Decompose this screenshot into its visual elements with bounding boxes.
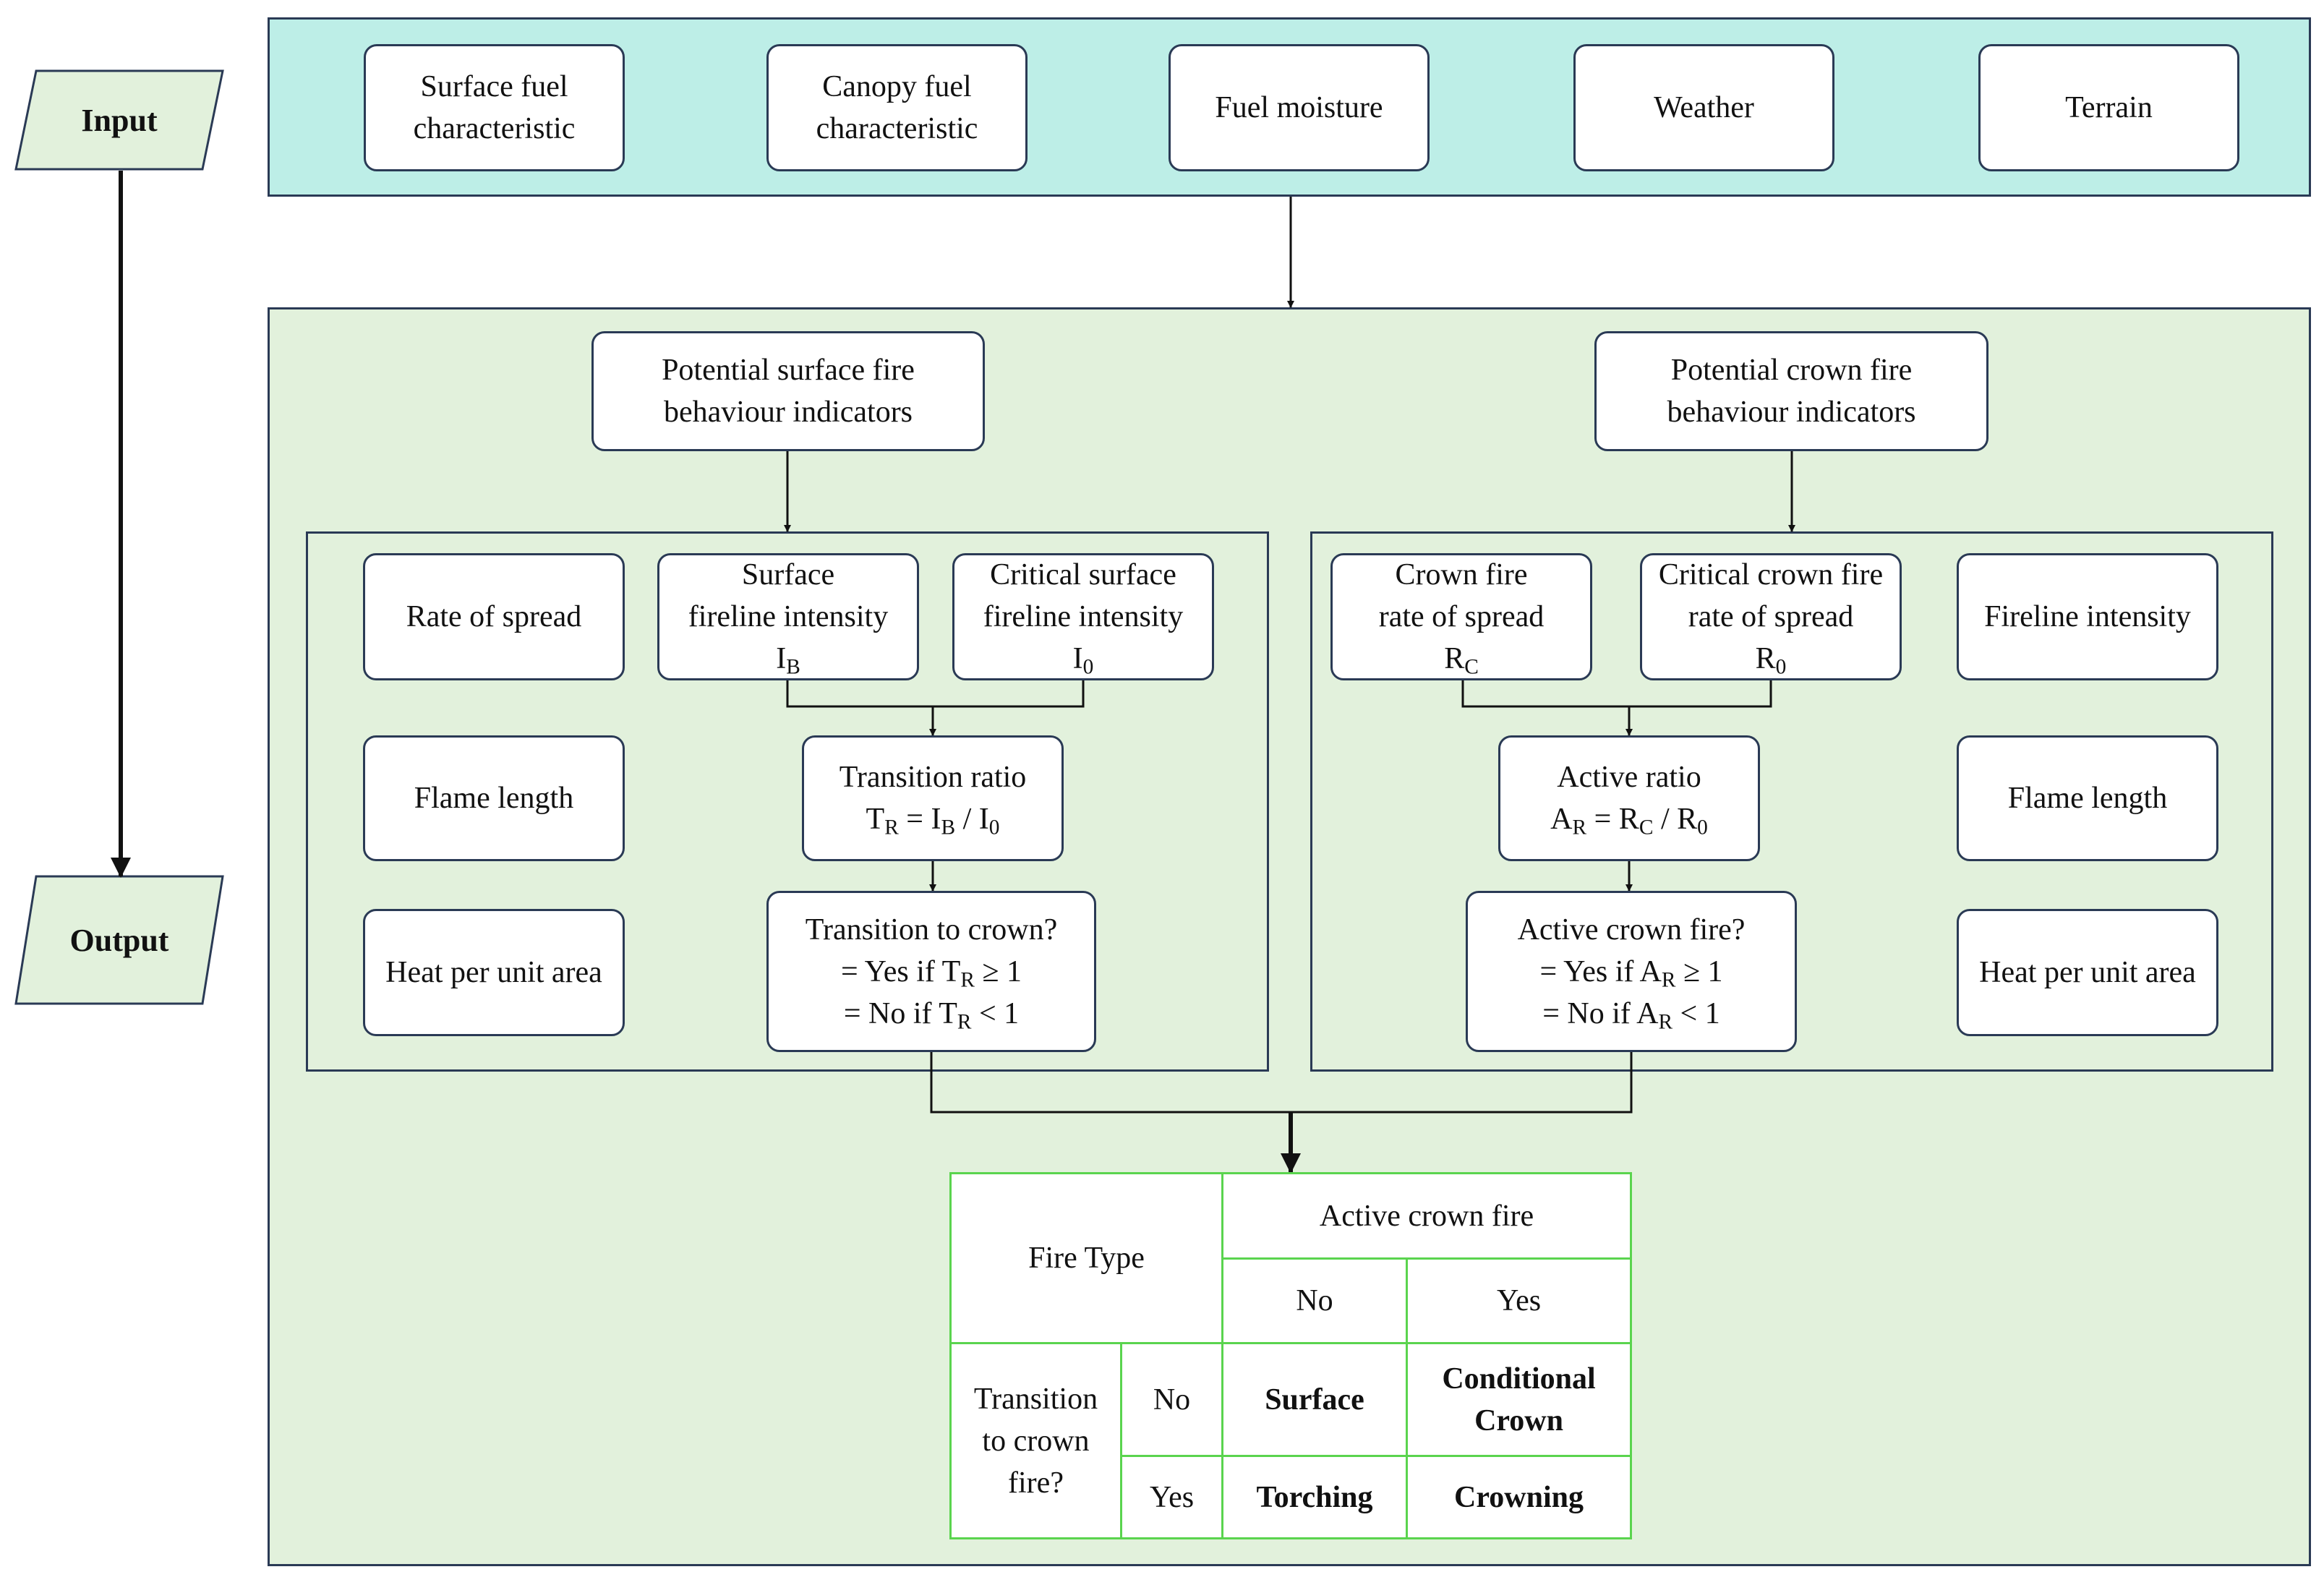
output-label: Output [69, 922, 169, 958]
fuel-moisture-label: Fuel moisture [1215, 91, 1383, 124]
crown-fireline-intensity-label: Fireline intensity [1984, 600, 2191, 633]
transition-row-header: Transition to crown fire? [949, 1342, 1122, 1539]
surface-intensity-line2: fireline intensity [688, 600, 889, 633]
terrain-label: Terrain [2065, 91, 2153, 124]
transition-no-header: No [1119, 1342, 1224, 1457]
surface-intensity-line1: Surface [741, 558, 835, 591]
surface-intensity-symbol: IB [776, 642, 800, 679]
surface-fuel-line2: characteristic [413, 112, 576, 145]
transition-question-title: Transition to crown? [805, 913, 1058, 947]
transition-ratio-formula: TR = IB / I0 [866, 803, 1000, 840]
canopy-fuel-line2: characteristic [816, 112, 978, 145]
surface-flame-length-label: Flame length [414, 782, 574, 815]
input-label: Input [81, 102, 158, 138]
crown-ros-line2: rate of spread [1378, 600, 1545, 633]
surface-rate-of-spread-label: Rate of spread [406, 600, 582, 633]
surface-fireline-intensity-box: Surface fireline intensity IB [657, 553, 919, 680]
active-question-no: = No if AR < 1 [1542, 996, 1720, 1033]
conditional-crown-cell: Conditional Crown [1406, 1342, 1633, 1457]
surface-heat-box: Heat per unit area [363, 909, 625, 1036]
active-crown-fire-box: Active crown fire? = Yes if AR ≥ 1 = No … [1466, 891, 1797, 1052]
fire-type-table: Fire Type Active crown fire No Yes Trans… [949, 1172, 1633, 1539]
transition-question-yes: = Yes if TR ≥ 1 [841, 954, 1022, 991]
conditional-line2: Crown [1474, 1404, 1563, 1437]
critical-surface-intensity-box: Critical surface fireline intensity I0 [952, 553, 1214, 680]
surface-flame-length-box: Flame length [363, 735, 625, 861]
active-ratio-formula: AR = RC / R0 [1550, 803, 1708, 840]
crown-header-line2: behaviour indicators [1667, 396, 1916, 429]
active-question-yes: = Yes if AR ≥ 1 [1539, 954, 1723, 991]
surface-fire-panel [306, 531, 1269, 1072]
torching-cell: Torching [1221, 1455, 1409, 1539]
critical-crown-line1: Critical crown fire [1658, 558, 1884, 591]
fire-type-corner: Fire Type [949, 1172, 1224, 1344]
critical-surface-line2: fireline intensity [983, 600, 1184, 633]
surface-fuel-line1: Surface fuel [420, 70, 568, 103]
crown-heat-label: Heat per unit area [1979, 956, 2196, 989]
surface-heat-label: Heat per unit area [385, 956, 602, 989]
critical-crown-ros-box: Critical crown fire rate of spread R0 [1640, 553, 1902, 680]
surface-fire-cell: Surface [1221, 1342, 1409, 1457]
weather-label: Weather [1654, 91, 1754, 124]
critical-surface-symbol: I0 [1072, 642, 1094, 679]
crown-ros-symbol: RC [1444, 642, 1479, 679]
conditional-line1: Conditional [1442, 1362, 1596, 1396]
critical-crown-symbol: R0 [1755, 642, 1787, 679]
transition-question-no: = No if TR < 1 [843, 996, 1020, 1033]
crown-header-line1: Potential crown fire [1670, 354, 1913, 387]
crown-flame-length-label: Flame length [2007, 782, 2168, 815]
active-crown-fire-header: Active crown fire [1221, 1172, 1633, 1260]
surface-header-line1: Potential surface fire [662, 354, 915, 387]
crowning-cell: Crowning [1406, 1455, 1633, 1539]
surface-header-line2: behaviour indicators [663, 396, 913, 429]
crown-fire-panel [1310, 531, 2273, 1072]
transition-row-line1: Transition [973, 1382, 1098, 1416]
transition-row-line3: fire? [1008, 1466, 1064, 1500]
surface-rate-of-spread-box: Rate of spread [363, 553, 625, 680]
crown-heat-box: Heat per unit area [1957, 909, 2218, 1036]
weather-box: Weather [1573, 44, 1834, 171]
crown-fireline-intensity-box: Fireline intensity [1957, 553, 2218, 680]
active-no-header: No [1221, 1257, 1409, 1344]
critical-surface-line1: Critical surface [990, 558, 1176, 591]
transition-row-line2: to crown [982, 1424, 1090, 1458]
terrain-box: Terrain [1978, 44, 2239, 171]
transition-to-crown-box: Transition to crown? = Yes if TR ≥ 1 = N… [766, 891, 1096, 1052]
crown-flame-length-box: Flame length [1957, 735, 2218, 861]
surface-fuel-box: Surface fuel characteristic [364, 44, 625, 171]
active-yes-header: Yes [1406, 1257, 1633, 1344]
fuel-moisture-box: Fuel moisture [1169, 44, 1430, 171]
active-question-title: Active crown fire? [1517, 913, 1746, 947]
transition-ratio-box: Transition ratio TR = IB / I0 [802, 735, 1064, 861]
canopy-fuel-box: Canopy fuel characteristic [766, 44, 1028, 171]
crown-indicators-header: Potential crown fire behaviour indicator… [1594, 331, 1988, 451]
output-shape: Output [14, 875, 224, 1005]
canopy-fuel-line1: Canopy fuel [822, 70, 972, 103]
crown-ros-line1: Crown fire [1395, 558, 1528, 591]
transition-ratio-title: Transition ratio [839, 761, 1027, 794]
active-ratio-title: Active ratio [1557, 761, 1701, 794]
input-shape: Input [14, 69, 224, 171]
transition-yes-header: Yes [1119, 1455, 1224, 1539]
surface-indicators-header: Potential surface fire behaviour indicat… [591, 331, 985, 451]
critical-crown-line2: rate of spread [1688, 600, 1854, 633]
active-ratio-box: Active ratio AR = RC / R0 [1498, 735, 1760, 861]
crown-rate-of-spread-box: Crown fire rate of spread RC [1330, 553, 1592, 680]
